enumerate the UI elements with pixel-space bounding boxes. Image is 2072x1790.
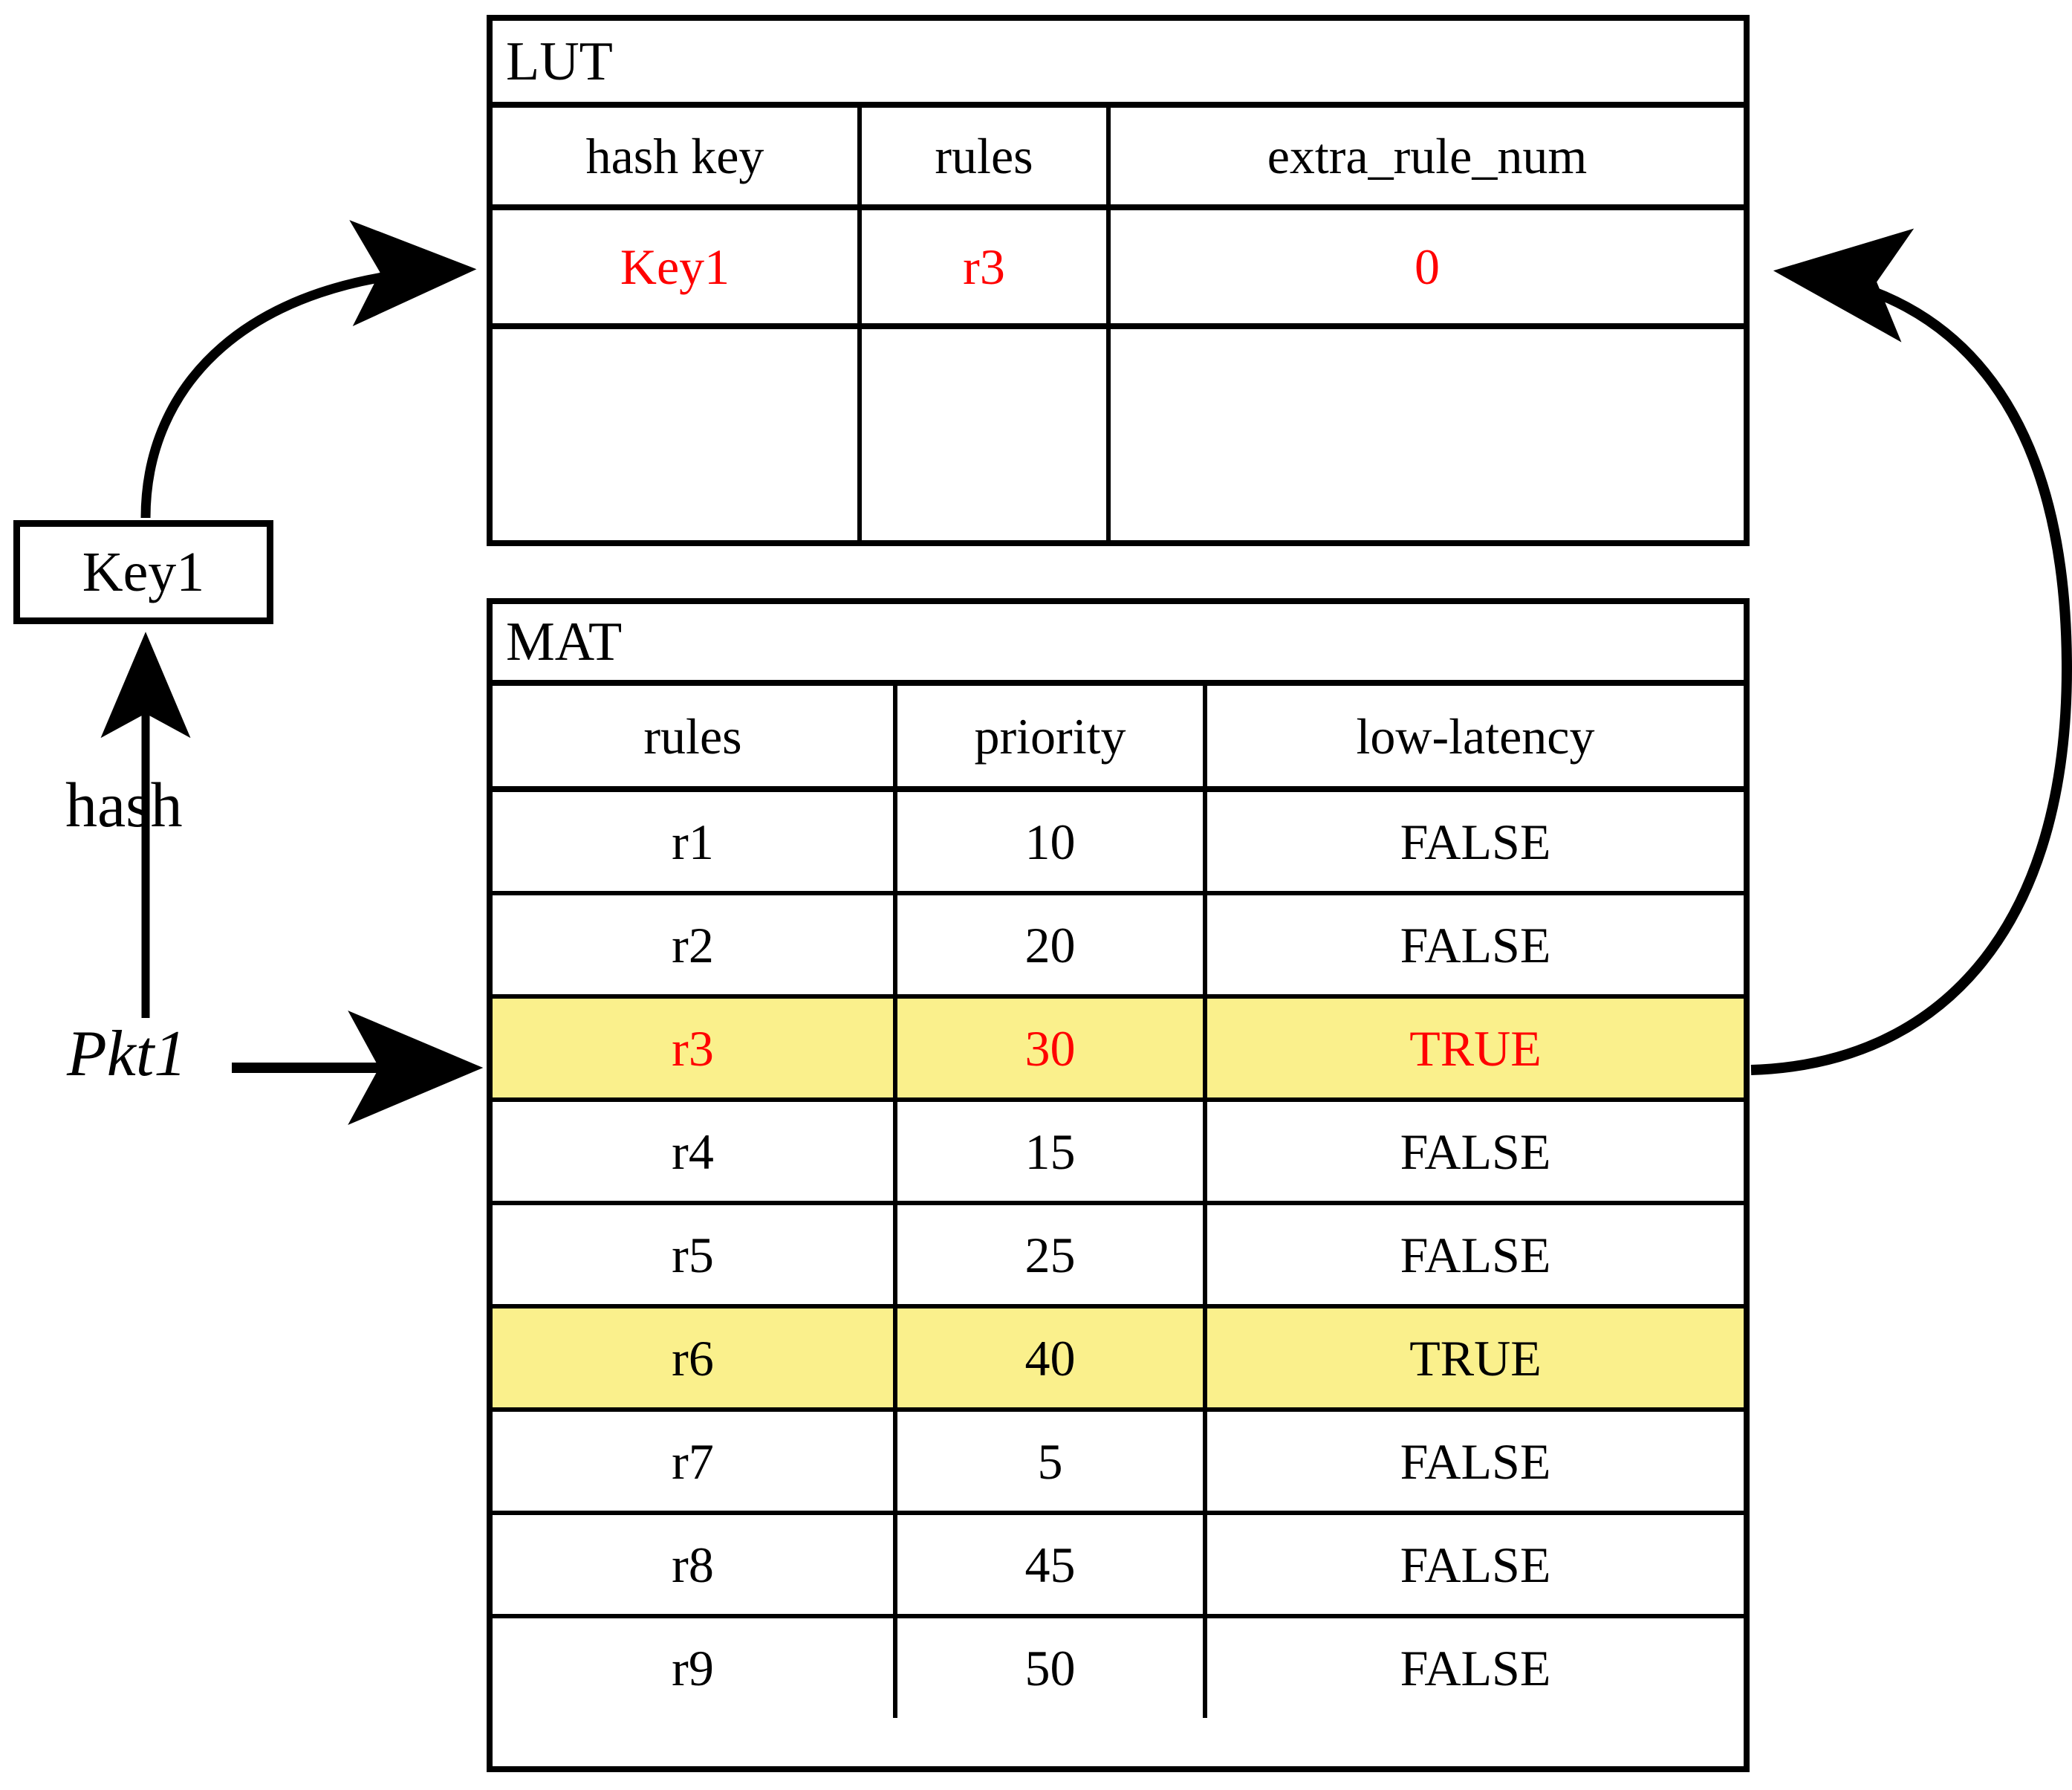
lut-title: LUT — [506, 30, 613, 92]
mat-cell-rule: r4 — [493, 1102, 897, 1201]
table-row[interactable]: r4 15 FALSE — [493, 1102, 1744, 1205]
lut-cell-extra-rule-num: 0 — [1415, 239, 1440, 295]
mat-header-priority: priority — [897, 686, 1207, 786]
lut-cell-rules: r3 — [862, 210, 1111, 323]
mat-cell-priority: 40 — [897, 1309, 1207, 1407]
lut-data-row[interactable]: Key1 r3 0 — [493, 210, 1744, 329]
mat-cell-priority: 50 — [897, 1618, 1207, 1718]
mat-cell-rule: r8 — [493, 1515, 897, 1614]
table-row[interactable]: r8 45 FALSE — [493, 1515, 1744, 1618]
lut-header-extra-rule-num: extra_rule_num — [1267, 128, 1588, 184]
mat-cell-rule: r1 — [493, 792, 897, 891]
mat-cell-low-latency: FALSE — [1400, 813, 1551, 870]
lut-title-band: LUT — [493, 21, 1744, 108]
mat-cell-low-latency: FALSE — [1400, 1226, 1551, 1283]
lut-cell-hash-key: Key1 — [493, 210, 862, 323]
lut-empty-cell-1 — [493, 329, 862, 540]
table-row[interactable]: r7 5 FALSE — [493, 1412, 1744, 1515]
table-row[interactable]: r9 50 FALSE — [493, 1618, 1744, 1718]
mat-cell-rule: r3 — [493, 999, 897, 1097]
table-row[interactable]: r6 40 TRUE — [493, 1309, 1744, 1412]
table-row[interactable]: r3 30 TRUE — [493, 999, 1744, 1102]
mat-cell-priority: 45 — [897, 1515, 1207, 1614]
mat-cell-low-latency: TRUE — [1207, 1309, 1744, 1407]
mat-cell-low-latency: TRUE — [1207, 999, 1744, 1097]
mat-cell-priority: 30 — [897, 999, 1207, 1097]
lut-header-row: hash key rules extra_rule_num — [493, 108, 1744, 210]
lut-header-rules: rules — [862, 108, 1111, 204]
mat-header-low-latency: low-latency — [1356, 707, 1595, 765]
mat-title: MAT — [506, 612, 623, 672]
lut-table: LUT hash key rules extra_rule_num Key1 r… — [487, 15, 1750, 546]
hash-label: hash — [65, 769, 183, 840]
lut-header-hash-key: hash key — [493, 108, 862, 204]
table-row[interactable]: r2 20 FALSE — [493, 895, 1744, 999]
mat-title-band: MAT — [493, 604, 1744, 686]
mat-cell-low-latency: FALSE — [1400, 1123, 1551, 1180]
key-box-label: Key1 — [82, 540, 205, 603]
mat-cell-rule: r9 — [493, 1618, 897, 1718]
mat-cell-low-latency: FALSE — [1400, 916, 1551, 973]
packet-label: Pkt1 — [67, 1018, 187, 1090]
mat-header-row: rules priority low-latency — [493, 686, 1744, 792]
mat-cell-priority: 15 — [897, 1102, 1207, 1201]
mat-header-rules: rules — [493, 686, 897, 786]
mat-cell-priority: 25 — [897, 1205, 1207, 1304]
table-row[interactable]: r1 10 FALSE — [493, 792, 1744, 895]
mat-cell-low-latency: FALSE — [1400, 1536, 1551, 1593]
mat-to-lut-arrow — [1750, 228, 2072, 1075]
mat-cell-priority: 20 — [897, 895, 1207, 994]
lut-empty-cell-2 — [862, 329, 1111, 540]
mat-cell-rule: r5 — [493, 1205, 897, 1304]
table-row[interactable]: r5 25 FALSE — [493, 1205, 1744, 1309]
mat-table: MAT rules priority low-latency r1 10 FAL… — [487, 598, 1750, 1772]
mat-cell-priority: 10 — [897, 792, 1207, 891]
mat-cell-low-latency: FALSE — [1400, 1433, 1551, 1490]
mat-cell-rule: r6 — [493, 1309, 897, 1407]
mat-cell-rule: r2 — [493, 895, 897, 994]
mat-cell-low-latency: FALSE — [1400, 1640, 1551, 1696]
key-to-lut-arrow — [140, 220, 477, 519]
lut-empty-row — [493, 329, 1744, 540]
mat-cell-rule: r7 — [493, 1412, 897, 1511]
key-box[interactable]: Key1 — [13, 520, 273, 624]
mat-cell-priority: 5 — [897, 1412, 1207, 1511]
lut-empty-cell-3 — [1111, 329, 1744, 540]
